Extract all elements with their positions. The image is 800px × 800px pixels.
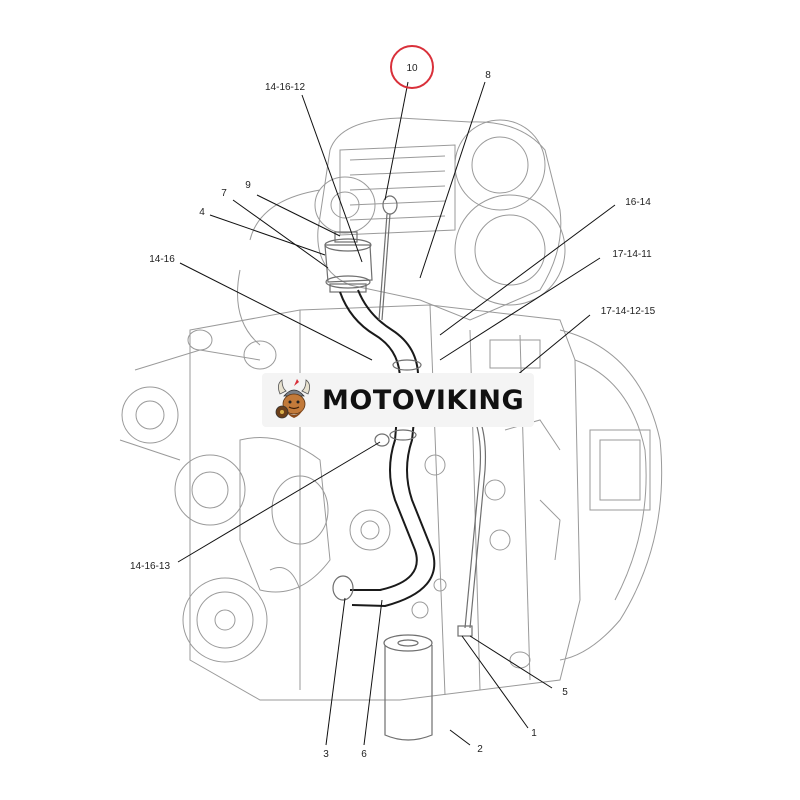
dipstick-tube xyxy=(378,195,398,321)
callout-8: 8 xyxy=(485,70,491,81)
callout-16-14: 16-14 xyxy=(625,197,651,208)
callout-14-16: 14-16 xyxy=(149,254,175,265)
brand-banner: MOTOVIKING xyxy=(262,373,534,427)
callout-2: 2 xyxy=(477,744,483,755)
callout-17-14-12-15: 17-14-12-15 xyxy=(601,306,656,317)
callout-7: 7 xyxy=(221,188,227,199)
callout-14-16-13: 14-16-13 xyxy=(130,561,170,572)
callout-5: 5 xyxy=(562,687,568,698)
breather-assembly xyxy=(324,231,373,293)
engine-linework xyxy=(119,117,663,701)
callout-1: 1 xyxy=(531,728,537,739)
callout-10: 10 xyxy=(406,63,418,74)
callout-6: 6 xyxy=(361,749,367,760)
oil-filter xyxy=(383,634,433,741)
viking-logo-icon xyxy=(275,379,310,419)
callout-9: 9 xyxy=(245,180,251,191)
callout-17-14-11: 17-14-11 xyxy=(612,249,652,260)
highlight-circle xyxy=(390,45,434,89)
brand-name: MOTOVIKING xyxy=(322,384,525,416)
drain-tube xyxy=(457,419,487,637)
callout-3: 3 xyxy=(323,749,329,760)
callout-14-16-12: 14-16-12 xyxy=(265,82,305,93)
breather-hose xyxy=(332,289,436,608)
callout-labels: 10 8 14-16-12 9 7 4 14-16 16-14 17-14-11… xyxy=(130,63,656,760)
callout-4: 4 xyxy=(199,207,205,218)
